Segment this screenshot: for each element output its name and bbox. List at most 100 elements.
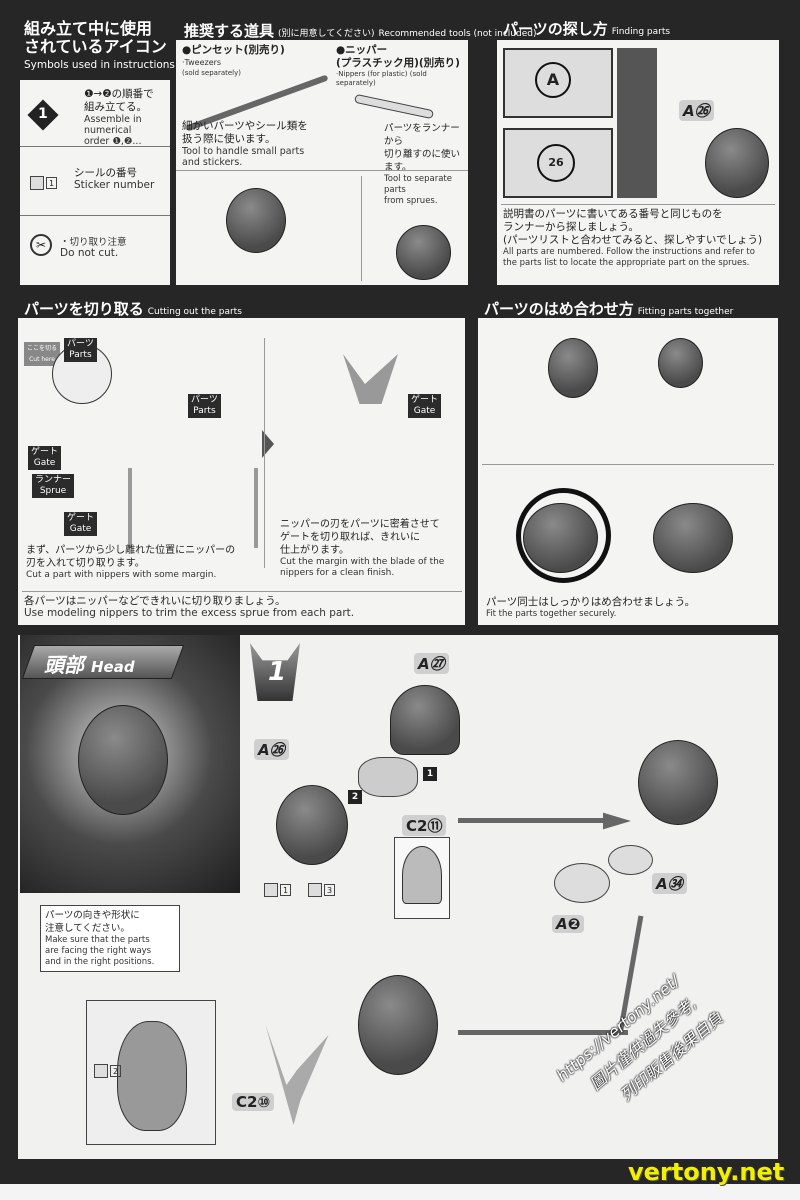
note-en-3: and in the right positions. [45, 957, 155, 967]
tools-title-en: Recommended tools (not included) [378, 29, 537, 39]
helmet-final [358, 975, 438, 1075]
sprue-illustration [128, 468, 258, 548]
sticker-icon [264, 882, 278, 897]
nippers-desc-jp-2: 切り離すのに使います。 [384, 149, 461, 173]
step1-jp-2: 刃を入れて切り取ります。 [26, 558, 145, 569]
sticker-en: Sticker number [74, 179, 155, 191]
order-2-icon: 2 [348, 790, 362, 804]
nippers-desc-jp-1: パーツをランナーから [384, 123, 460, 147]
head-title-jp: 頭部 [44, 653, 84, 677]
helmet-correct-illustration [653, 503, 733, 573]
part-c2-11: C2⑪ [402, 815, 447, 836]
sticker-number-box: 1 [46, 176, 57, 189]
helmet-a26 [276, 785, 348, 865]
finding-desc-jp-2: ランナーから探しましょう。 [503, 221, 639, 233]
step2-jp-1: ニッパーの刃をパーツに密着させて [280, 519, 440, 530]
symbols-title-en: Symbols used in instructions [24, 59, 175, 71]
cutting-title-jp: パーツを切り取る [24, 300, 144, 318]
rider-helmet-illustration [78, 705, 168, 815]
symbols-title-jp-2: されているアイコン [24, 37, 167, 56]
brand-watermark: vertony.net [628, 1158, 785, 1186]
arrow-right-icon [262, 430, 274, 458]
part-c2-10: C2⑩ [232, 1093, 275, 1111]
watermark: https://vertony.net/ 圖片僅供過失參考, 列印販售後果自負 [550, 962, 730, 1132]
nippers-label-en: ·Nippers (for plastic) (sold separately) [336, 70, 427, 87]
helmet-illustration [226, 188, 286, 253]
sticker-icon [94, 1063, 108, 1078]
nippers-label-jp-1: ●ニッパー [336, 44, 388, 56]
no-cut-icon: ✂ [30, 234, 52, 256]
fitting-desc-jp: パーツ同士はしっかりはめ合わせましょう。 [486, 596, 696, 608]
gate-label-jp: ゲート [67, 513, 95, 523]
note-jp-1: パーツの向きや形状に [45, 910, 140, 921]
note-en-2: are facing the right ways [45, 946, 152, 956]
cut-here-en: Cut here [29, 356, 55, 363]
sprue-label-en: Sprue [39, 486, 67, 496]
step1-jp-1: まず、パーツから少し離れた位置にニッパーの [26, 545, 236, 556]
part-a34-illustration [608, 845, 653, 875]
cut-here-jp: ここを切る [27, 345, 58, 352]
part-c2-11-illustration [358, 757, 418, 797]
flow-arrow-right [458, 818, 608, 823]
nippers-desc-en-2: from sprues. [384, 196, 438, 206]
fitting-title-en: Fitting parts together [637, 307, 734, 317]
parts-label-jp: パーツ [191, 395, 218, 405]
order-1-icon: 1 [423, 767, 437, 781]
sticker-number: 3 [324, 883, 335, 896]
fitting-desc-en: Fit the parts together securely. [486, 609, 617, 619]
part-a2: A❷ [552, 915, 585, 933]
helmet-illustration [396, 225, 451, 280]
step2-jp-3: 仕上がります。 [280, 545, 349, 556]
parts-label-en: Parts [193, 406, 216, 416]
step2-en-1: Cut the margin with the blade of the [280, 557, 445, 567]
helmet-illustration [705, 128, 769, 198]
cutting-title-en: Cutting out the parts [147, 307, 242, 317]
helmet-assembled [638, 740, 718, 825]
step-number: 1 [268, 657, 287, 687]
sticker-icon [30, 175, 44, 190]
finding-desc-jp-1: 説明書のパーツに書いてある番号と同じものを [503, 208, 723, 220]
cutting-footer-jp: 各パーツはニッパーなどできれいに切り取りましょう。 [24, 595, 286, 607]
sticker-number: 2 [110, 1064, 121, 1077]
sticker-number: 1 [280, 883, 291, 896]
step2-en-2: nippers for a clean finish. [280, 568, 395, 578]
tools-title-note: (別に用意してください) [278, 29, 375, 39]
parts-label-jp: パーツ [67, 339, 94, 349]
note-en-1: Make sure that the parts [45, 935, 150, 945]
gate-label-en: Gate [413, 406, 436, 416]
part-illustration [343, 354, 398, 404]
tweezers-desc-jp-1: 細かいパーツやシール類を [182, 120, 308, 132]
tweezers-desc-en-1: Tool to handle small parts [182, 146, 305, 157]
part-a2-illustration [554, 863, 610, 903]
gate-label-jp: ゲート [411, 395, 439, 405]
nippers-label-jp-2: (プラスチック用)(別売り) [336, 57, 460, 69]
note-jp-2: 注意してください。 [45, 923, 130, 934]
head-section: 頭部 Head パーツの向きや形状に 注意してください。 Make sure t… [18, 635, 778, 1159]
fitting-title-jp: パーツのはめ合わせ方 [484, 300, 634, 318]
step-order-jp-2: 組み立てる。 [84, 101, 147, 113]
finding-desc-en-1: All parts are numbered. Follow the instr… [503, 247, 755, 257]
gate-label-jp: ゲート [31, 447, 59, 457]
finding-title-jp: パーツの探し方 [503, 20, 608, 38]
part-a26: A㉖ [254, 739, 289, 760]
helmet-back-a27 [390, 685, 460, 755]
symbols-title-jp-1: 組み立て中に使用 [24, 19, 153, 38]
tweezers-note: (sold separately) [182, 69, 241, 77]
sticker-jp: シールの番号 [74, 167, 137, 179]
finding-desc-en-2: the parts list to locate the appropriate… [503, 258, 750, 268]
finding-title-en: Finding parts [611, 27, 671, 37]
runner-number-circle: 26 [537, 144, 575, 182]
no-cut-jp: ・切り取り注意 [60, 237, 127, 248]
tweezers-desc-en-2: and stickers. [182, 157, 243, 168]
detail-box [394, 837, 450, 919]
prohibited-icon [516, 488, 611, 583]
part-a27: A㉗ [414, 653, 449, 674]
part-label-a26: A㉖ [679, 100, 714, 121]
runner-letter-circle: A [535, 62, 571, 98]
no-cut-en: Do not cut. [60, 247, 119, 259]
helmet-back-illustration [658, 338, 703, 388]
nippers-illustration [353, 93, 435, 120]
flow-arrow-left [458, 1030, 628, 1035]
head-title-en: Head [90, 658, 135, 676]
step1-en: Cut a part with nippers with some margin… [26, 570, 217, 580]
